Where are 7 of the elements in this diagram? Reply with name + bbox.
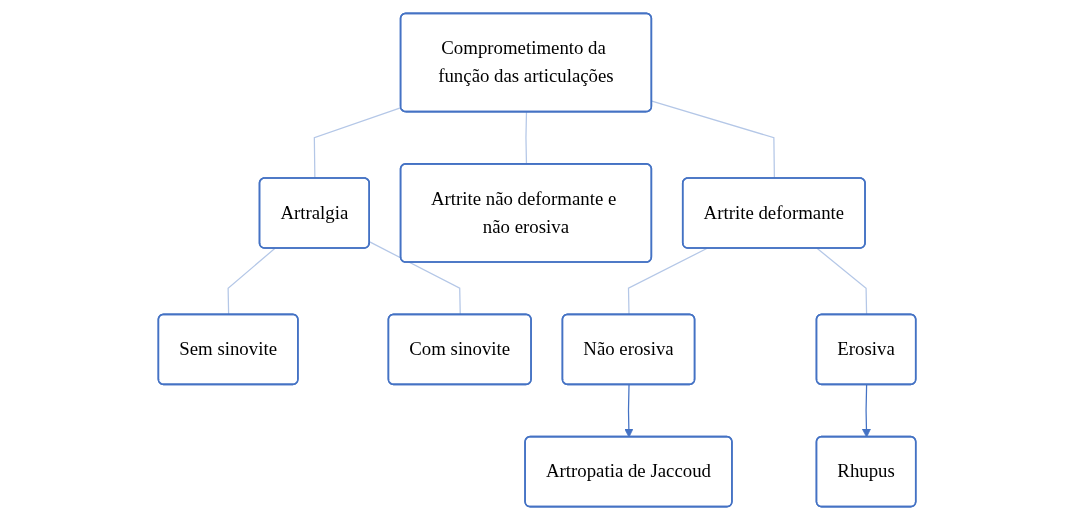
connector	[627, 247, 708, 316]
connector	[369, 241, 461, 316]
arrow	[624, 384, 634, 438]
connector	[227, 247, 276, 316]
arrow	[861, 384, 871, 438]
connector	[816, 247, 868, 316]
connector	[525, 111, 528, 165]
